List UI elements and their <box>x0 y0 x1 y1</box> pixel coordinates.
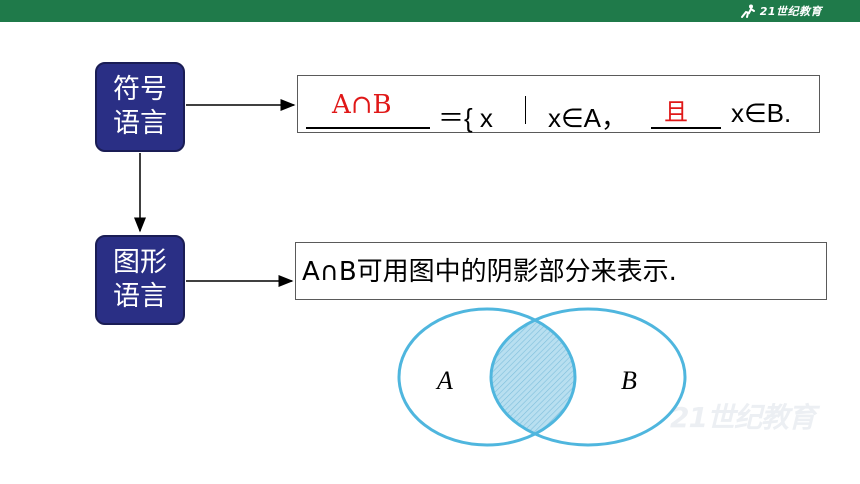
answer-and: 且 <box>664 98 688 126</box>
fill-blank-2 <box>651 127 721 129</box>
graphic-statement-text: A∩B可用图中的阴影部分来表示. <box>302 257 677 287</box>
graphic-statement-box: A∩B可用图中的阴影部分来表示. <box>295 242 827 300</box>
fill-blank-1 <box>306 127 430 129</box>
symbolic-language-node: 符号 语言 <box>95 62 185 152</box>
node-label-line1: 符号 <box>113 74 167 105</box>
symbol-statement-box: A∩B ＝{ x x∈A， 且 x∈B. <box>297 75 820 133</box>
set-a-label: A <box>435 366 453 395</box>
condition-x-in-b: x∈B. <box>731 98 792 128</box>
logo-text: 21世纪教育 <box>759 5 822 18</box>
equals-set-open: ＝{ x <box>438 103 493 133</box>
set-b-label: B <box>621 366 637 395</box>
node-label-line1: 图形 <box>113 247 167 278</box>
watermark-logo: 21世纪教育 <box>670 401 816 434</box>
node-label-line2: 语言 <box>113 281 167 312</box>
runner-icon <box>740 4 755 18</box>
header-bar: 21世纪教育 <box>0 0 860 22</box>
venn-diagram: A B <box>397 307 687 447</box>
graphic-language-node: 图形 语言 <box>95 235 185 325</box>
set-builder-formula: A∩B ＝{ x x∈A， 且 x∈B. <box>298 76 819 133</box>
condition-x-in-a: x∈A， <box>548 103 627 133</box>
set-a-circle <box>397 307 577 447</box>
answer-intersection: A∩B <box>332 90 392 120</box>
such-that-bar <box>525 96 526 124</box>
site-logo: 21世纪教育 <box>739 3 822 19</box>
set-b-circle <box>489 307 687 447</box>
node-label-line2: 语言 <box>113 108 167 139</box>
intersection-shading <box>491 309 575 445</box>
